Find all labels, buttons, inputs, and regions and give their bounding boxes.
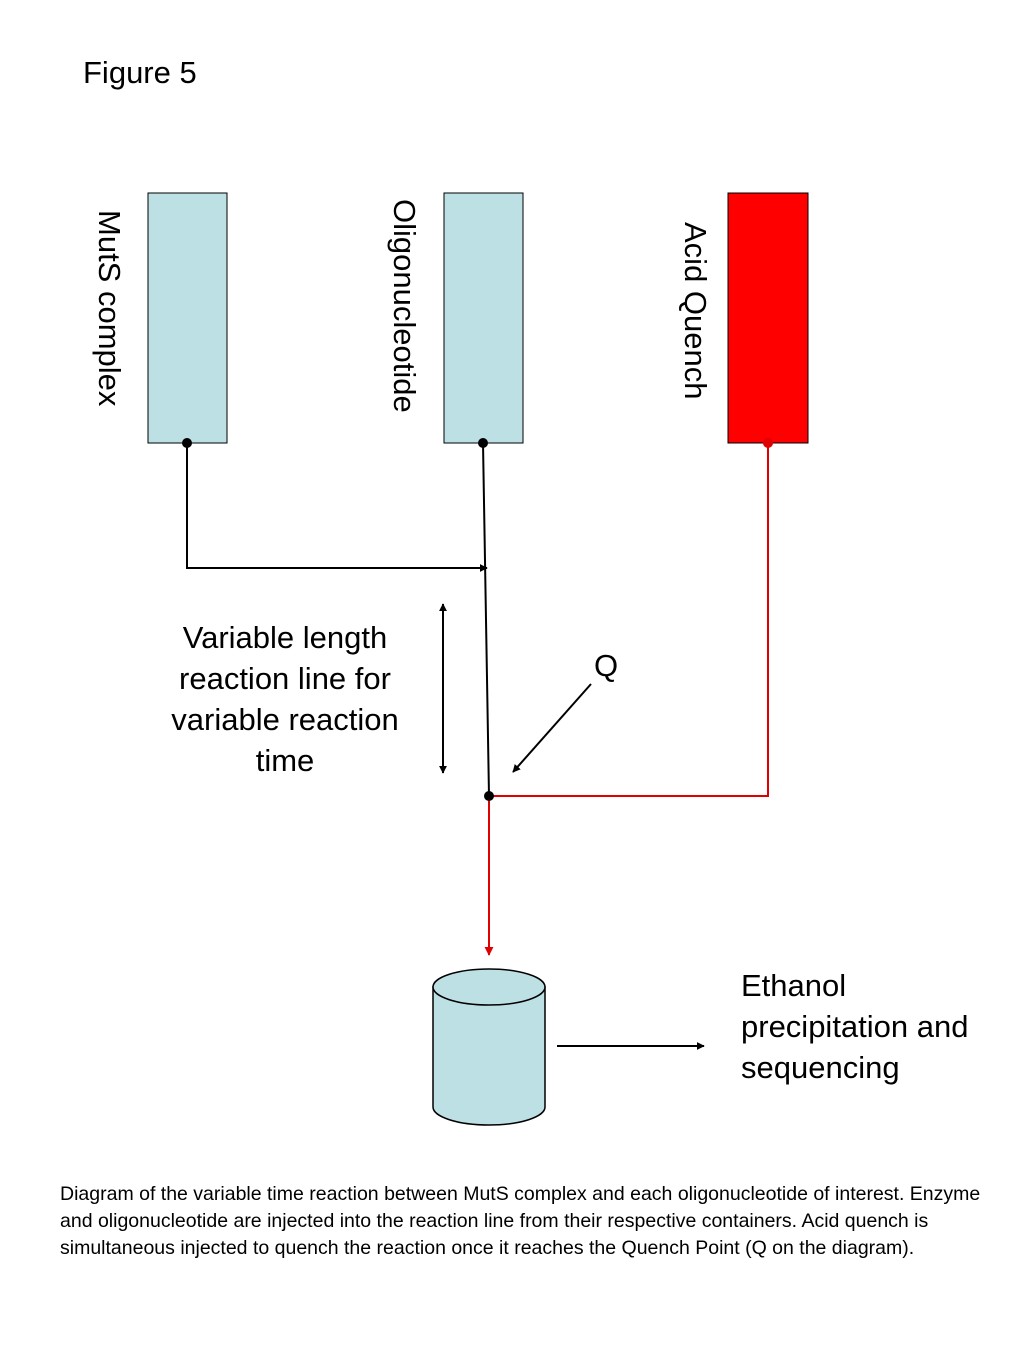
acid-quench-label: Acid Quench: [678, 222, 713, 400]
acid-quench-feed-line: [489, 443, 769, 797]
collection-vessel-body: [432, 986, 546, 1126]
muts-outlet-dot: [182, 438, 192, 448]
oligonucleotide-label: Oligonucleotide: [387, 199, 422, 413]
figure-caption: Diagram of the variable time reaction be…: [60, 1183, 981, 1259]
quench-point-pointer-arrow: [512, 683, 592, 773]
acid-quench-container: [727, 192, 809, 444]
figure-title: Figure 5: [83, 55, 197, 90]
oligo-outlet-dot: [478, 438, 488, 448]
acid-outlet-dot: [763, 438, 773, 448]
quench-point-label: Q: [594, 648, 619, 683]
muts-complex-label: MutS complex: [92, 210, 127, 407]
reaction-line: [482, 442, 490, 797]
collection-vessel-top: [432, 968, 546, 1006]
collection-vessel: [432, 968, 546, 1126]
oligonucleotide-container: [443, 192, 524, 444]
muts-complex-container: [147, 192, 228, 444]
muts-feed-line: [186, 443, 488, 572]
quench-point-dot: [484, 791, 494, 801]
reaction-line-label: Variable length reaction line for variab…: [171, 620, 399, 778]
outcome-label: Ethanol precipitation and sequencing: [741, 968, 969, 1085]
